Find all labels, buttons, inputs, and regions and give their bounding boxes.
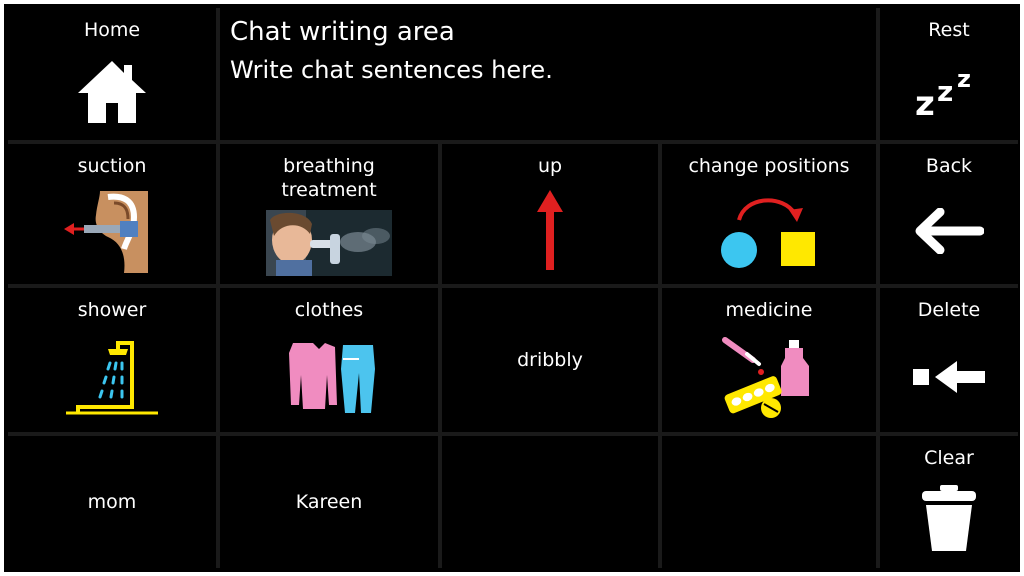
breathing-treatment-label: breathing treatment	[281, 155, 377, 201]
shower-button[interactable]: shower	[8, 288, 216, 432]
empty-cell	[662, 436, 876, 568]
back-arrow-icon	[915, 208, 984, 254]
aac-board: Home Chat writing area Write chat senten…	[4, 4, 1020, 572]
chat-placeholder-text: Write chat sentences here.	[230, 56, 553, 84]
sleep-zzz-icon: z z z	[915, 65, 971, 121]
clear-button[interactable]: Clear	[880, 436, 1018, 568]
medicine-button[interactable]: medicine	[662, 288, 876, 432]
clothes-icon	[289, 343, 375, 413]
mom-label: mom	[87, 491, 137, 513]
home-button[interactable]: Home	[8, 8, 216, 140]
suction-label: suction	[77, 155, 147, 177]
suction-button[interactable]: suction	[8, 144, 216, 284]
rest-label: Rest	[928, 19, 970, 41]
kareen-label: Kareen	[295, 491, 363, 513]
rest-button[interactable]: Rest z z z	[880, 8, 1018, 140]
change-positions-icon	[721, 198, 815, 268]
kareen-button[interactable]: Kareen	[220, 436, 438, 568]
breathing-treatment-button[interactable]: breathing treatment	[220, 144, 438, 284]
shower-icon	[66, 341, 158, 415]
back-label: Back	[925, 155, 973, 177]
svg-text:z: z	[957, 65, 971, 93]
suction-icon	[64, 191, 148, 273]
mom-button[interactable]: mom	[8, 436, 216, 568]
delete-icon	[913, 361, 985, 393]
grid-divider	[8, 284, 1018, 288]
clothes-button[interactable]: clothes	[220, 288, 438, 432]
delete-label: Delete	[917, 299, 981, 321]
up-arrow-icon	[537, 190, 563, 270]
home-icon	[78, 61, 146, 123]
dribbly-label: dribbly	[517, 349, 583, 371]
grid-divider	[438, 144, 442, 568]
home-label: Home	[83, 19, 141, 41]
empty-cell	[442, 436, 658, 568]
change-positions-button[interactable]: change positions	[662, 144, 876, 284]
change-positions-label: change positions	[688, 155, 850, 177]
up-button[interactable]: up	[442, 144, 658, 284]
svg-text:z: z	[915, 84, 935, 121]
trash-can-icon	[922, 485, 976, 551]
grid-divider	[8, 432, 1018, 436]
delete-button[interactable]: Delete	[880, 288, 1018, 432]
grid-divider	[876, 8, 880, 568]
medicine-icon	[722, 337, 809, 418]
svg-text:z: z	[937, 75, 953, 108]
up-label: up	[537, 155, 563, 177]
shower-label: shower	[77, 299, 147, 321]
chat-area-title: Chat writing area	[230, 17, 455, 47]
clothes-label: clothes	[294, 299, 364, 321]
dribbly-button[interactable]: dribbly	[442, 288, 658, 432]
clear-label: Clear	[924, 447, 974, 469]
chat-writing-area[interactable]: Chat writing area Write chat sentences h…	[224, 8, 874, 140]
breathing-treatment-photo-icon	[266, 210, 392, 276]
grid-divider	[216, 8, 220, 568]
grid-divider	[8, 140, 1018, 144]
back-button[interactable]: Back	[880, 144, 1018, 284]
grid-divider	[658, 144, 662, 568]
medicine-label: medicine	[725, 299, 813, 321]
